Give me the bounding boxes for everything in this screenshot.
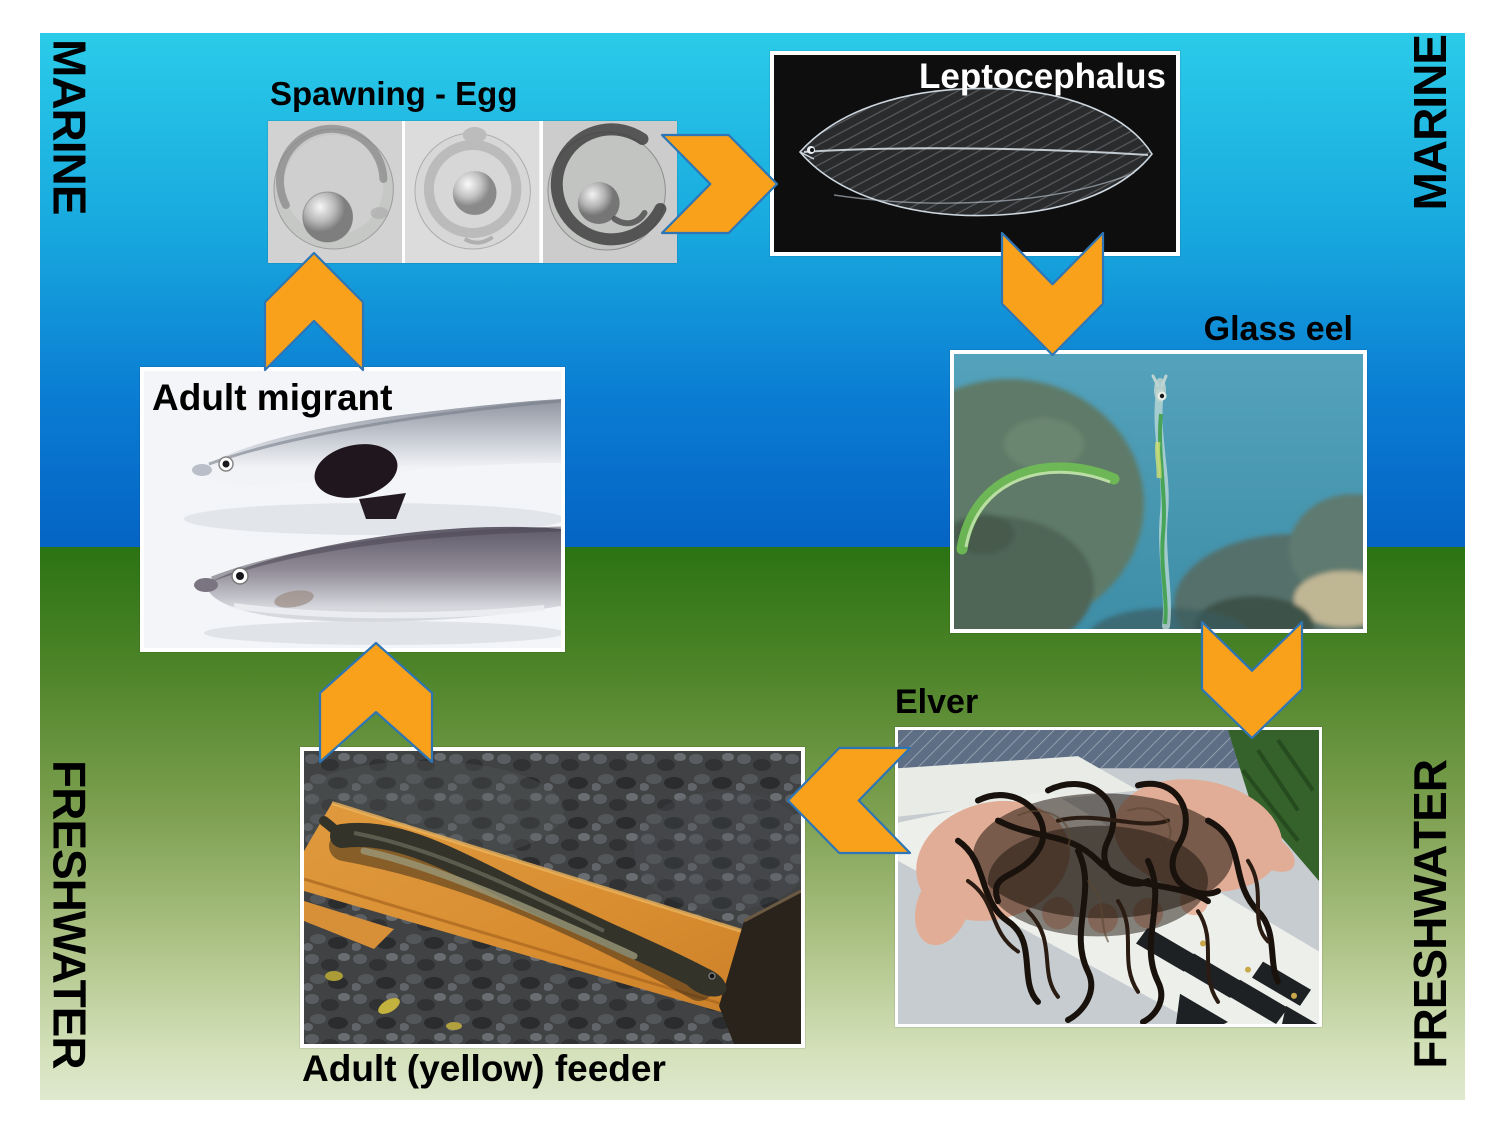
egg-photo-1 — [268, 121, 403, 263]
adult-yellow-feeder-label: Adult (yellow) feeder — [302, 1048, 666, 1089]
chevron-up-icon — [320, 643, 432, 762]
arrow-migrant-to-egg — [265, 253, 363, 370]
leptocephalus-label: Leptocephalus — [919, 57, 1166, 96]
photo-adult-migrant: Adult migrant — [140, 367, 565, 652]
chevron-left-icon — [788, 748, 910, 853]
chevron-down-icon — [1202, 622, 1302, 738]
spawning-egg-label: Spawning - Egg — [270, 75, 518, 112]
zone-label-marine-left: MARINE — [43, 39, 96, 215]
photo-elver — [895, 727, 1322, 1027]
elver-scene — [898, 730, 1319, 1024]
arrow-glass-eel-to-elver — [1202, 622, 1302, 738]
leptocephalus-illustration — [774, 55, 1176, 252]
arrow-elver-to-feeder — [788, 748, 910, 853]
chevron-up-icon — [265, 253, 363, 370]
elver-label: Elver — [895, 683, 979, 721]
photo-leptocephalus: Leptocephalus — [770, 51, 1180, 256]
zone-label-freshwater-left: FRESHWATER — [43, 760, 96, 1069]
zone-label-marine-right: MARINE — [1404, 35, 1456, 211]
zone-label-freshwater-right: FRESHWATER — [1404, 760, 1456, 1069]
photo-spawning-eggs — [268, 121, 677, 263]
glass-eel-scene — [954, 354, 1363, 629]
arrow-leptocephalus-to-glass-eel — [1002, 233, 1103, 355]
photo-glass-eel — [950, 350, 1367, 633]
yellow-eel-scene — [304, 751, 801, 1044]
adult-migrant-label: Adult migrant — [152, 377, 393, 418]
arrow-egg-to-leptocephalus — [662, 135, 777, 233]
egg-photo-3 — [542, 121, 677, 263]
chevron-right-icon — [662, 135, 777, 233]
chevron-down-icon — [1002, 233, 1103, 355]
photo-adult-yellow-feeder — [300, 747, 805, 1048]
slide-content: MARINE MARINE FRESHWATER FRESHWATER Spaw… — [40, 33, 1465, 1100]
arrow-feeder-to-migrant — [320, 643, 432, 762]
egg-photo-2 — [405, 121, 540, 263]
silver-eels-illustration — [144, 371, 561, 648]
glass-eel-label: Glass eel — [1203, 310, 1353, 348]
